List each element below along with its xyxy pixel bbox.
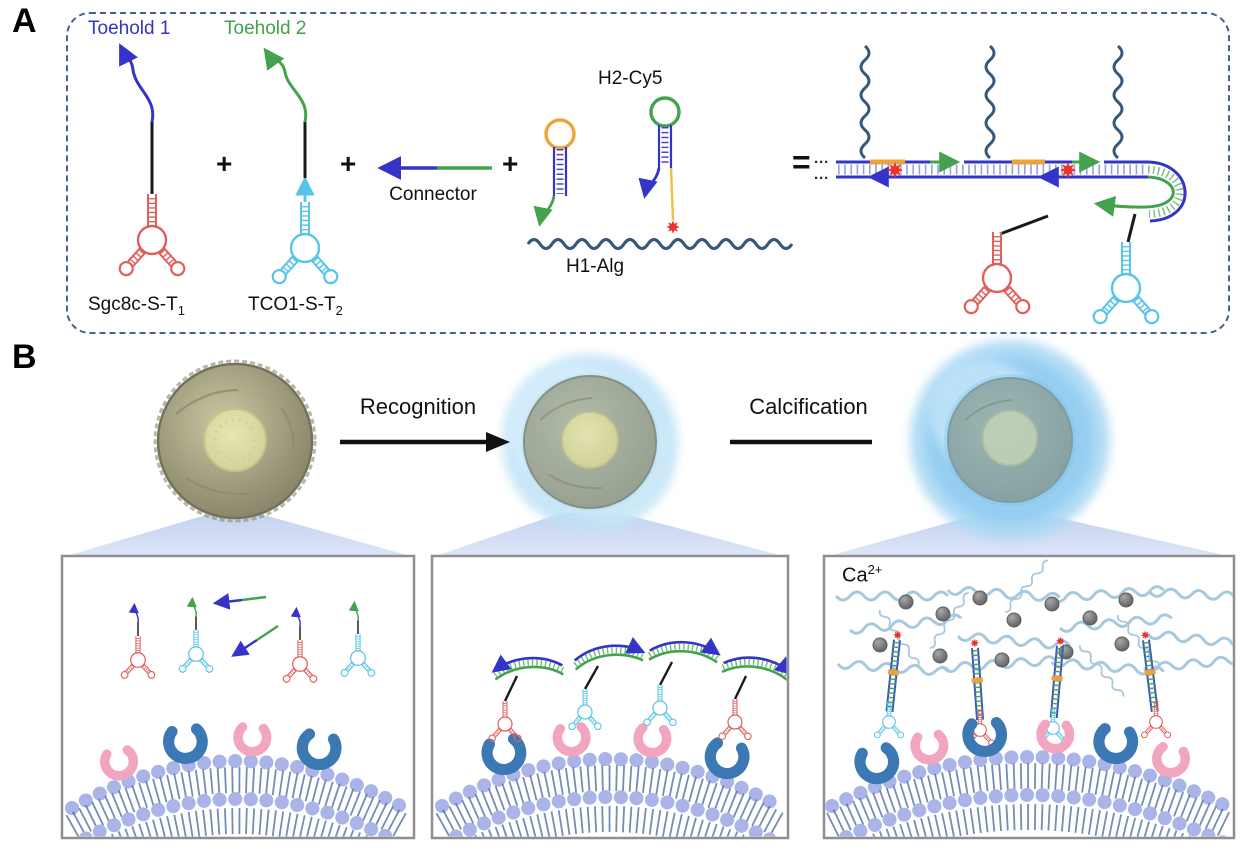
membrane-3 xyxy=(825,750,1233,837)
tco1-name-text: TCO1-S-T xyxy=(248,294,336,315)
panel-a-letter: A xyxy=(12,2,37,40)
network-cyan-junction xyxy=(1091,242,1161,326)
membrane-2 xyxy=(435,752,785,837)
cell-native xyxy=(153,359,317,523)
bound-complex-3 xyxy=(640,640,719,729)
continuation-marks-bottom: ··· xyxy=(814,170,829,187)
sgc8c-junction xyxy=(117,194,187,278)
funnel-2 xyxy=(433,513,787,557)
cy5-star-icon xyxy=(663,217,683,237)
network-stem-2 xyxy=(1126,213,1137,243)
network-strand-squiggle-3 xyxy=(1112,44,1124,160)
panel-b-graphics xyxy=(60,340,1236,840)
inset-box-3 xyxy=(822,554,1236,840)
bound-complex-2 xyxy=(565,643,644,733)
tco1-name-label: TCO1-S-T2 xyxy=(248,294,343,318)
tether-3 xyxy=(1049,634,1068,719)
tether-1 xyxy=(885,628,905,713)
sgc8c-name-label: Sgc8c-S-T1 xyxy=(88,294,185,318)
h2-cy5-hairpin xyxy=(638,96,681,221)
cell-nucleus-2 xyxy=(561,411,619,469)
tco1-junction xyxy=(270,202,340,286)
bound-complex-4 xyxy=(715,652,793,743)
inset-box-1 xyxy=(60,554,416,840)
inset-box-2-content xyxy=(435,640,793,837)
calcium-label-superscript: 2+ xyxy=(867,562,883,577)
h1-alg-hairpin xyxy=(533,118,576,227)
cy5-linker xyxy=(669,167,675,221)
bound-complex-1 xyxy=(485,655,564,745)
h2-loop xyxy=(649,96,681,128)
tco1-structure xyxy=(263,47,340,286)
network-strand-squiggle-1 xyxy=(859,44,871,160)
toehold2-strand xyxy=(263,47,308,123)
network-red-junction xyxy=(962,232,1032,316)
calcification-label: Calcification xyxy=(749,394,868,419)
cell-calcified xyxy=(910,340,1110,540)
tether-2 xyxy=(968,636,985,721)
mini-connector-arrow-2 xyxy=(231,625,279,657)
plus-sign-2: + xyxy=(340,148,357,179)
alginate-chain xyxy=(526,237,794,251)
h1-alg-label: H1-Alg xyxy=(566,256,625,277)
h2-cy5-label: H2-Cy5 xyxy=(598,68,663,89)
recognition-label: Recognition xyxy=(359,394,477,419)
recognition-arrow xyxy=(340,432,510,452)
toehold1-strand xyxy=(119,43,155,123)
network-rails xyxy=(836,151,1148,188)
panel-b-letter: B xyxy=(12,338,37,376)
plus-sign-3: + xyxy=(502,148,519,179)
cell-nucleus-3 xyxy=(982,410,1038,466)
continuation-marks-top: ··· xyxy=(814,154,829,171)
toehold2-label: Toehold 2 xyxy=(224,18,307,39)
panel-a-graphics: ··· ··· xyxy=(117,43,1187,326)
equals-sign: = xyxy=(792,144,811,180)
cell-nucleus-1 xyxy=(203,408,267,472)
inset-box-1-content xyxy=(65,593,411,837)
connector-label: Connector xyxy=(389,184,477,205)
toehold1-label: Toehold 1 xyxy=(88,18,171,39)
network-stem-1 xyxy=(999,214,1049,236)
calcium-label: Ca2+ xyxy=(842,562,882,588)
sgc8c-name-subscript: 1 xyxy=(177,302,185,318)
membrane-1 xyxy=(65,754,411,837)
plus-sign-1: + xyxy=(216,148,233,179)
mini-connector-arrow-1 xyxy=(212,593,267,610)
calcium-label-text: Ca xyxy=(842,564,868,587)
sgc8c-structure xyxy=(117,43,187,278)
network-hook xyxy=(1093,160,1187,223)
network-strand-squiggle-2 xyxy=(984,44,996,160)
h1-loop xyxy=(544,118,576,150)
inset-box-3-content xyxy=(825,558,1233,837)
tco1-name-subscript: 2 xyxy=(335,302,343,318)
inset-box-2 xyxy=(430,554,790,840)
sgc8c-name-text: Sgc8c-S-T xyxy=(88,294,178,315)
funnel-1 xyxy=(63,515,414,557)
assembled-network: ··· ··· xyxy=(814,44,1187,326)
panel-a-frame xyxy=(66,12,1230,334)
cell-recognized xyxy=(502,354,678,530)
tether-4 xyxy=(1138,628,1159,712)
